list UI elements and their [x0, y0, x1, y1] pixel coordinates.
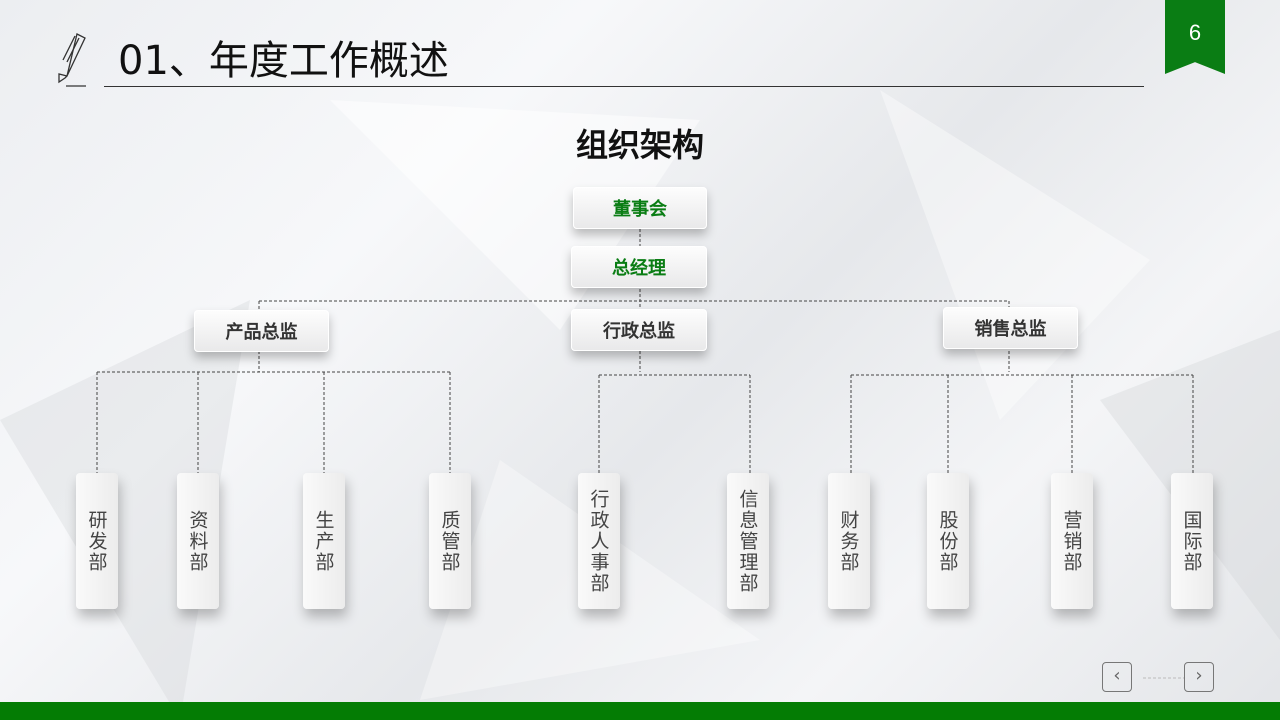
dept-finance: 财务部 — [828, 473, 870, 609]
org-node-product-director: 产品总监 — [194, 310, 329, 352]
dept-marketing: 营销部 — [1051, 473, 1093, 609]
org-node-sales-director: 销售总监 — [943, 307, 1078, 349]
org-node-general-manager: 总经理 — [571, 246, 707, 288]
page-number-badge: 6 — [1165, 0, 1225, 74]
dept-materials: 资料部 — [177, 473, 219, 609]
bottom-bar — [0, 702, 1280, 720]
pencil-icon — [58, 33, 86, 87]
next-slide-button[interactable]: › — [1184, 662, 1214, 692]
dept-quality: 质管部 — [429, 473, 471, 609]
prev-slide-button[interactable]: ‹ — [1102, 662, 1132, 692]
dept-international: 国际部 — [1171, 473, 1213, 609]
dept-rd: 研发部 — [76, 473, 118, 609]
dept-shares: 股份部 — [927, 473, 969, 609]
title-divider — [104, 86, 1144, 87]
org-node-admin-director: 行政总监 — [571, 309, 707, 351]
dept-it: 信息管理部 — [727, 473, 769, 609]
org-node-board: 董事会 — [573, 187, 707, 229]
chart-heading: 组织架构 — [575, 126, 704, 164]
slide-title: 01、年度工作概述 — [118, 38, 449, 84]
dept-hr: 行政人事部 — [578, 473, 620, 609]
dept-production: 生产部 — [303, 473, 345, 609]
